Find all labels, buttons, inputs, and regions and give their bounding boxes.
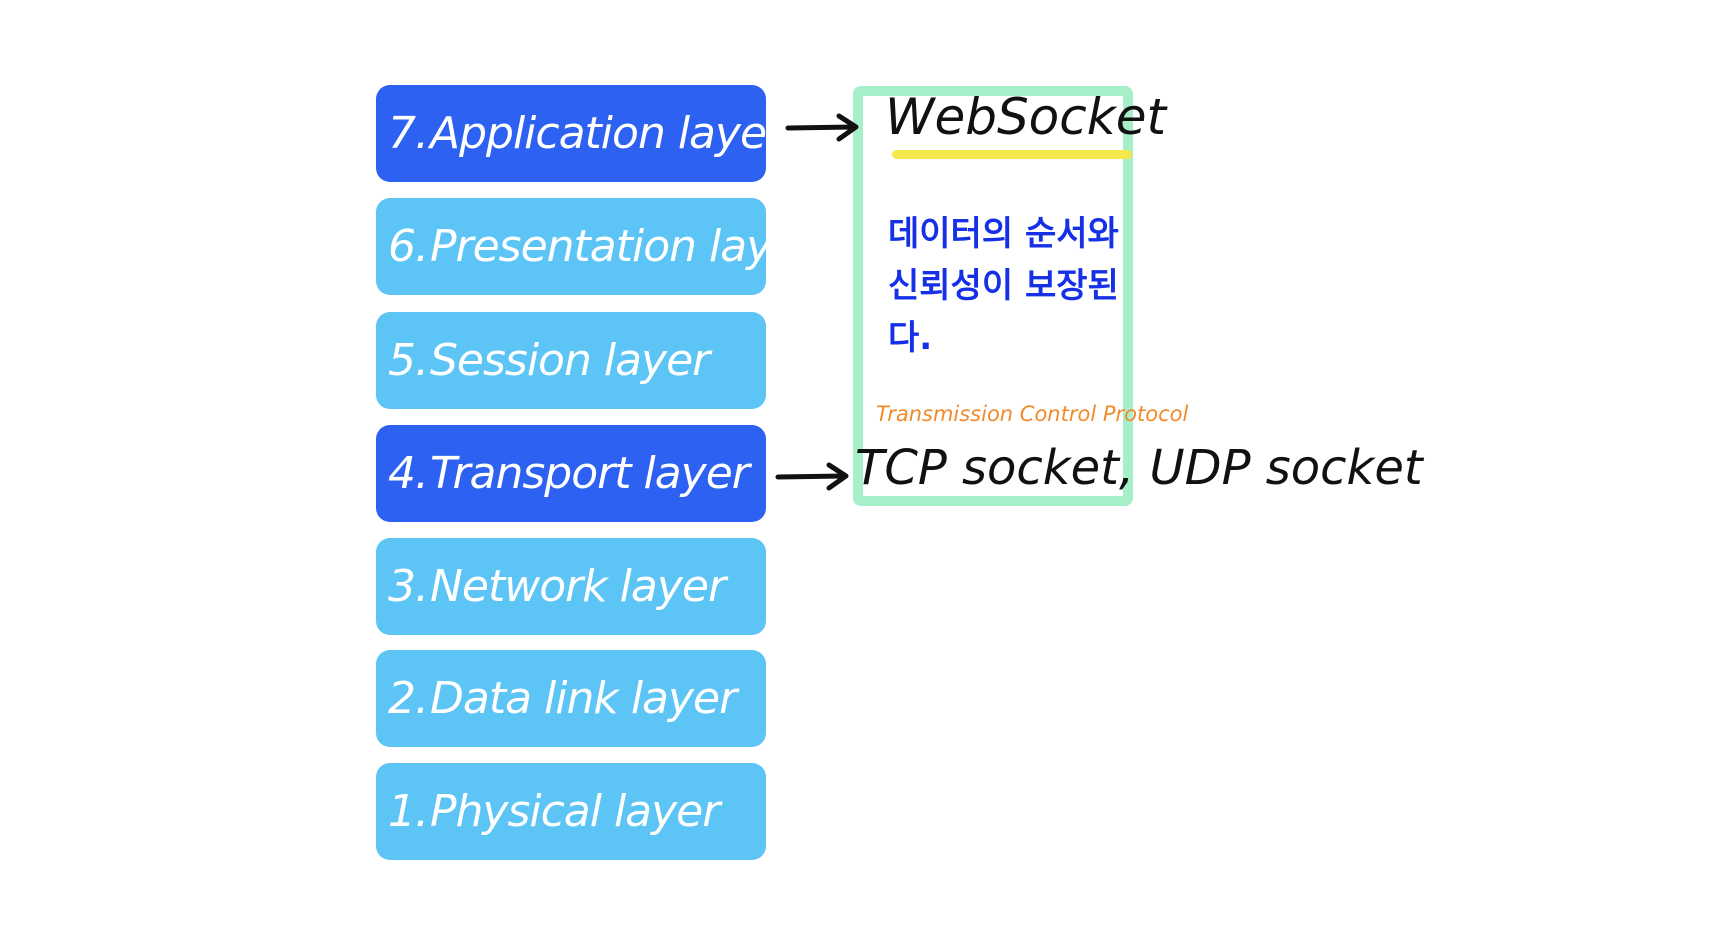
websocket-title: WebSocket xyxy=(885,88,1167,146)
layer-physical: 1. Physical layer xyxy=(376,763,766,860)
websocket-box xyxy=(853,86,1133,506)
websocket-underline xyxy=(892,150,1132,159)
layer-number: 7. xyxy=(388,108,429,159)
layer-number: 4. xyxy=(388,448,429,499)
layer-application: 7. Application layer xyxy=(376,85,766,182)
layer-label: Transport layer xyxy=(429,448,750,499)
layer-label: Presentation layer xyxy=(429,221,766,272)
transport-arrow-icon xyxy=(775,462,849,491)
websocket-description: 데이터의 순서와 신뢰성이 보장된다. xyxy=(888,208,1128,364)
layer-data-link: 2. Data link layer xyxy=(376,650,766,747)
layer-number: 3. xyxy=(388,561,429,612)
application-arrow-icon xyxy=(785,113,859,142)
layer-number: 2. xyxy=(388,673,429,724)
description-line-2: 신뢰성이 보장된다. xyxy=(888,266,1119,358)
layer-label: Network layer xyxy=(429,561,726,612)
layer-session: 5. Session layer xyxy=(376,312,766,409)
layer-label: Application layer xyxy=(429,108,766,159)
description-line-1: 데이터의 순서와 xyxy=(888,214,1119,254)
layer-presentation: 6. Presentation layer xyxy=(376,198,766,295)
layer-label: Data link layer xyxy=(429,673,737,724)
layer-number: 5. xyxy=(388,335,429,386)
layer-label: Physical layer xyxy=(429,786,720,837)
layer-number: 1. xyxy=(388,786,429,837)
layer-number: 6. xyxy=(388,221,429,272)
layer-transport: 4. Transport layer xyxy=(376,425,766,522)
tcp-caption: Transmission Control Protocol xyxy=(876,402,1189,426)
layer-network: 3. Network layer xyxy=(376,538,766,635)
layer-label: Session layer xyxy=(429,335,710,386)
socket-label: TCP socket, UDP socket xyxy=(855,440,1423,496)
